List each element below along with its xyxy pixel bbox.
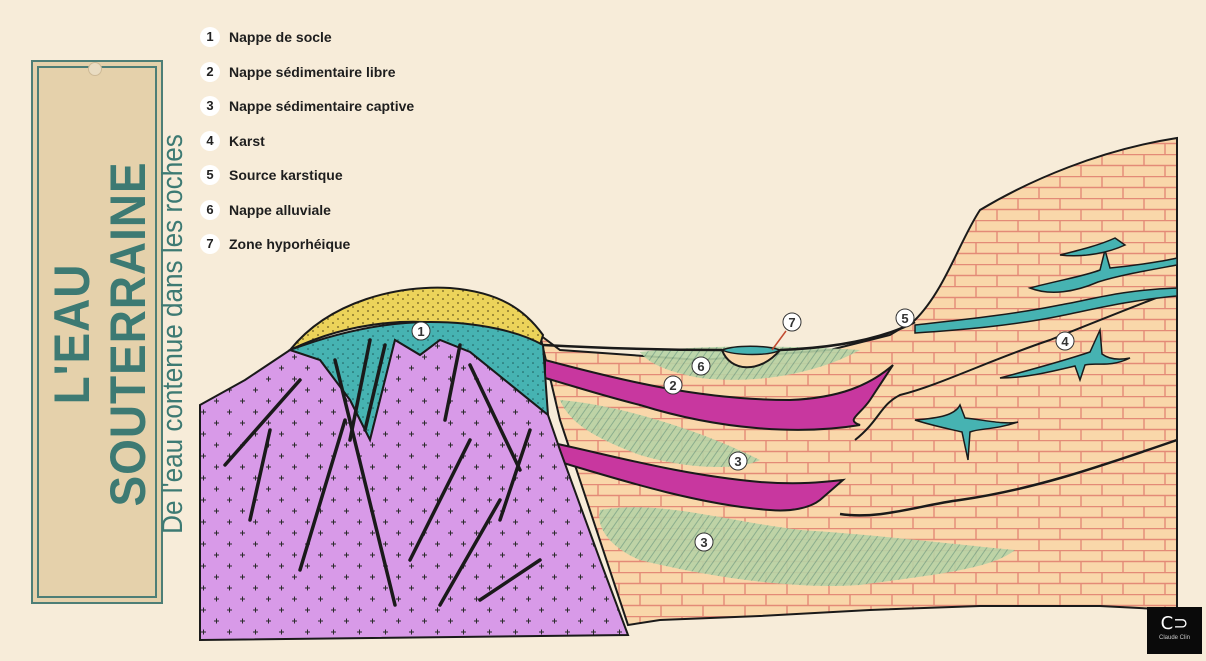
marker-1: 1: [412, 322, 430, 340]
marker-7-label: 7: [788, 315, 795, 330]
legend-number: 1: [200, 27, 220, 47]
legend-item: 3 Nappe sédimentaire captive: [200, 89, 414, 124]
logo-text: Claude Clin: [1147, 634, 1202, 642]
legend-item: 5 Source karstique: [200, 158, 414, 193]
marker-1-label: 1: [417, 324, 424, 339]
marker-5: 5: [896, 309, 914, 327]
marker-3-lower: 3: [695, 533, 713, 551]
legend-item: 4 Karst: [200, 124, 414, 159]
legend-number: 2: [200, 62, 220, 82]
legend: 1 Nappe de socle 2 Nappe sédimentaire libr…: [200, 20, 414, 262]
legend-item: 1 Nappe de socle: [200, 20, 414, 55]
brand-logo: C⊃ Claude Clin: [1147, 607, 1202, 654]
marker-3-upper: 3: [729, 452, 747, 470]
legend-number: 7: [200, 234, 220, 254]
legend-item: 2 Nappe sédimentaire libre: [200, 55, 414, 90]
legend-label: Source karstique: [229, 167, 343, 183]
legend-item: 6 Nappe alluviale: [200, 193, 414, 228]
marker-4: 4: [1056, 332, 1074, 350]
page-title: L'EAU SOUTERRAINE: [44, 95, 156, 573]
marker-5-label: 5: [901, 311, 908, 326]
marker-2-label: 2: [669, 378, 676, 393]
legend-number: 4: [200, 131, 220, 151]
title-block: L'EAU SOUTERRAINE De l'eau contenue dans…: [44, 74, 154, 594]
marker-3-lower-label: 3: [700, 535, 707, 550]
river-water: [722, 346, 780, 354]
legend-number: 6: [200, 200, 220, 220]
legend-label: Nappe sédimentaire libre: [229, 64, 396, 80]
marker-7: 7: [772, 313, 801, 350]
legend-label: Karst: [229, 133, 265, 149]
legend-label: Nappe alluviale: [229, 202, 331, 218]
page-subtitle: De l'eau contenue dans les roches: [156, 100, 190, 568]
marker-6: 6: [692, 357, 710, 375]
legend-label: Nappe sédimentaire captive: [229, 98, 414, 114]
pin-icon: [88, 62, 102, 76]
marker-6-label: 6: [697, 359, 704, 374]
marker-2: 2: [664, 376, 682, 394]
marker-3-upper-label: 3: [734, 454, 741, 469]
legend-number: 3: [200, 96, 220, 116]
legend-label: Nappe de socle: [229, 29, 332, 45]
legend-label: Zone hyporhéique: [229, 236, 350, 252]
legend-number: 5: [200, 165, 220, 185]
legend-item: 7 Zone hyporhéique: [200, 227, 414, 262]
logo-icon: C⊃: [1147, 614, 1202, 634]
marker-4-label: 4: [1061, 334, 1069, 349]
title-card: L'EAU SOUTERRAINE De l'eau contenue dans…: [37, 66, 157, 598]
